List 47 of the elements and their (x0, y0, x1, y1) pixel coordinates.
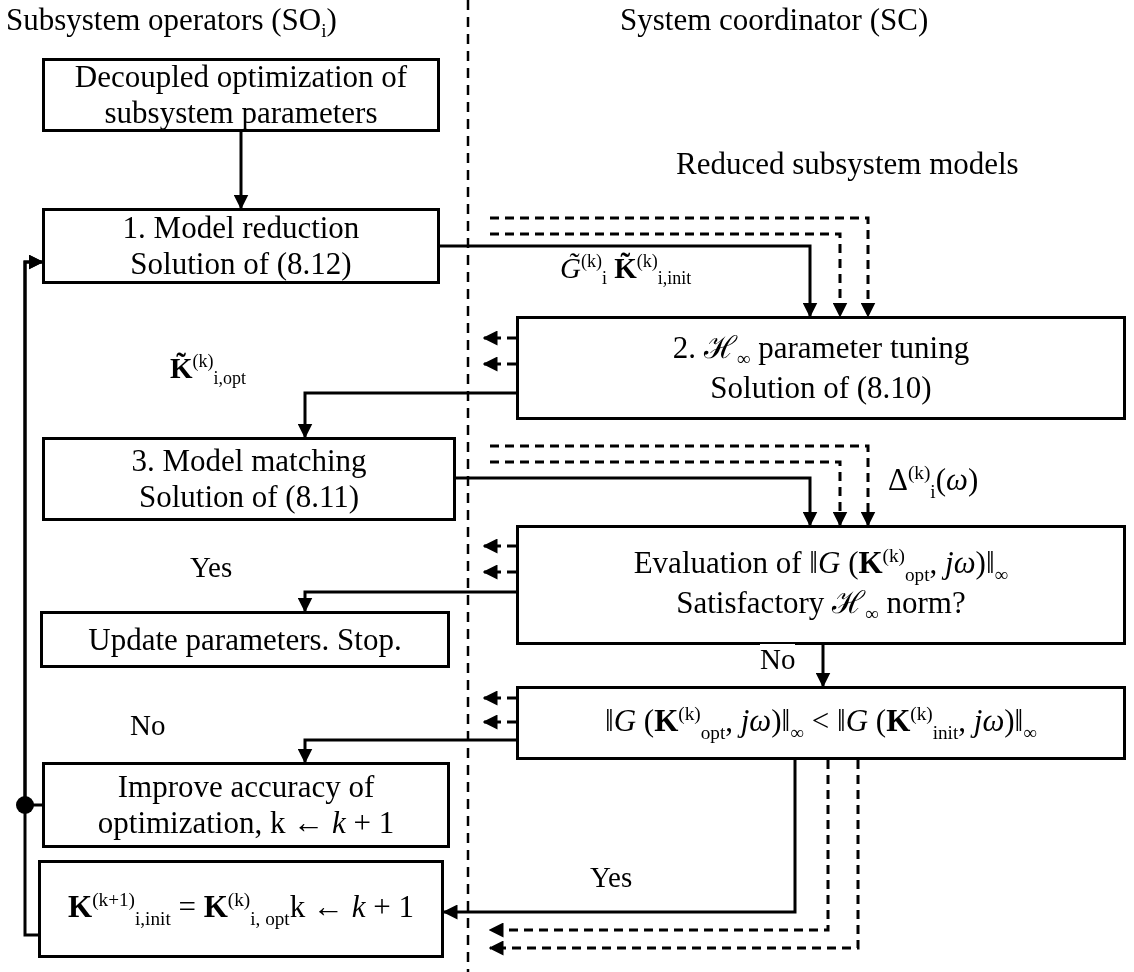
arrow (490, 444, 876, 527)
arrow (442, 760, 797, 920)
process-box (42, 58, 440, 132)
column-heading: Subsystem operators (SO$_{i}$) (6, 2, 337, 43)
arrow (297, 738, 516, 764)
box-text: Satisfactory ℋ$_{∞}$ norm? (676, 585, 966, 626)
box-text: Solution of (8.11) (138, 479, 360, 515)
process-box (516, 316, 1126, 420)
arrow (440, 244, 818, 318)
arrow (482, 714, 516, 730)
arrow (482, 356, 516, 372)
box-text: ‖G (K$^{(k)}$$_{opt}$, jω)‖$_{∞}$ < ‖G (K$^{(k)}$$_{init}$, jω)‖$_{∞}$ (604, 702, 1038, 744)
box-text: 1. Model reduction (122, 210, 360, 246)
process-box (516, 686, 1126, 760)
arrow (456, 476, 818, 527)
box-text: Decoupled optimization of subsystem parameters (73, 59, 409, 131)
box-text: Improve accuracy of optimization, k ← k + 1 (96, 769, 396, 841)
box-text: K$^{(k+1)}$$_{i,init}$ = K$^{(k)}$$_{i, opt}$k ← k+ 1 (68, 888, 414, 930)
arrow (297, 590, 516, 613)
arrow (488, 760, 830, 938)
arrow (815, 645, 831, 688)
process-box (516, 525, 1126, 645)
process-box (38, 860, 444, 958)
arrow (490, 460, 848, 527)
box-text: Update parameters. Stop. (88, 621, 402, 658)
process-box (42, 437, 456, 521)
box-text: Solution of (8.10) (710, 370, 932, 406)
arrow (482, 690, 516, 706)
box-text: 3. Model matching (131, 443, 367, 479)
arrow (490, 216, 876, 318)
box-text: 2. ℋ$_{∞}$ parameter tuning (672, 330, 970, 371)
process-box (42, 762, 450, 848)
box-text: Evaluation of ‖G (K$^{(k)}$$_{opt}$, jω)‖$_{∞}$ (633, 544, 1009, 586)
arrow (488, 760, 860, 956)
process-box (40, 611, 450, 668)
arrow (482, 538, 516, 554)
arrow (233, 132, 249, 210)
column-heading: System coordinator (SC) (620, 2, 929, 38)
arrow (482, 564, 516, 580)
annotation-text: Δ$^{(k)}$$_{i}$(ω) (888, 462, 979, 503)
arrow (482, 330, 516, 346)
arrow (297, 391, 516, 439)
annotation-text: Reduced subsystem models (676, 146, 1019, 182)
box-text: Solution of (8.12) (130, 246, 352, 282)
process-box (42, 208, 440, 284)
arrow (23, 254, 44, 807)
arrow (490, 232, 848, 318)
